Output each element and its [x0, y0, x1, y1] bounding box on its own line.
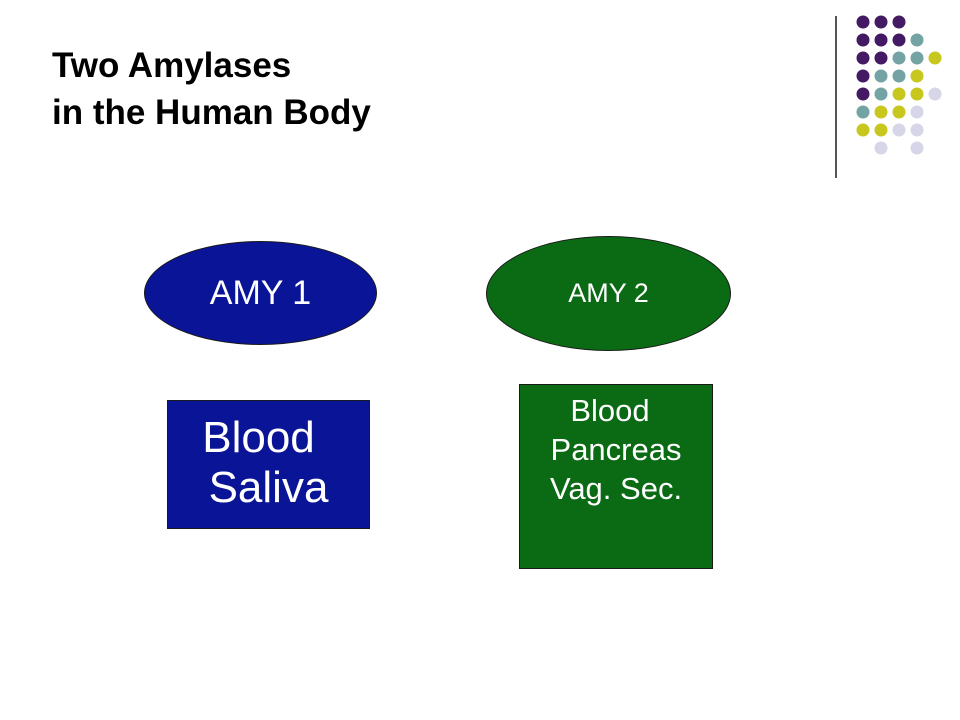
decorative-dot: [856, 87, 870, 101]
decorative-dot: [892, 33, 906, 47]
amy1-ellipse: AMY 1: [144, 241, 377, 345]
amy2-source: Blood: [570, 393, 650, 428]
decorative-dot: [856, 15, 870, 29]
decorative-dot: [856, 33, 870, 47]
dot-grid-decoration: [856, 15, 942, 155]
decorative-dot: [856, 123, 870, 137]
decorative-dot: [928, 87, 942, 101]
decorative-dot: [892, 87, 906, 101]
amy2-ellipse: AMY 2: [486, 236, 731, 351]
amy2-label: AMY 2: [568, 278, 649, 308]
amy2-source: Vag. Sec.: [549, 471, 683, 506]
decorative-dot: [910, 51, 924, 65]
amy1-sources-box: Blood Saliva: [167, 400, 370, 529]
decorative-dot: [856, 51, 870, 65]
decorative-dot: [892, 123, 906, 137]
decorative-dot: [874, 15, 888, 29]
decorative-dot: [910, 33, 924, 47]
decorative-dot: [856, 105, 870, 119]
decorative-dot: [928, 51, 942, 65]
amy1-source: Blood: [202, 413, 315, 462]
decorative-dot: [892, 15, 906, 29]
decorative-dot: [892, 105, 906, 119]
decorative-dot: [874, 51, 888, 65]
decorative-dot: [874, 105, 888, 119]
decorative-dot: [856, 69, 870, 83]
decorative-dot: [874, 69, 888, 83]
decorative-dot: [874, 123, 888, 137]
decorative-dot: [874, 141, 888, 155]
amy2-sources-box: Blood Pancreas Vag. Sec.: [519, 384, 713, 569]
amy2-source: Pancreas: [550, 432, 682, 467]
decorative-dot: [892, 51, 906, 65]
title-line-1: Two Amylases: [52, 46, 292, 85]
amy1-label: AMY 1: [209, 273, 312, 312]
decorative-dot: [910, 141, 924, 155]
amy1-source: Saliva: [208, 463, 329, 512]
decorative-dot: [910, 69, 924, 83]
decorative-dot: [874, 87, 888, 101]
vertical-divider: [835, 16, 837, 178]
decorative-dot: [874, 33, 888, 47]
slide-title: Two Amylases in the Human Body: [52, 42, 371, 136]
title-line-2: in the Human Body: [52, 93, 371, 132]
decorative-dot: [910, 123, 924, 137]
decorative-dot: [910, 105, 924, 119]
decorative-dot: [910, 87, 924, 101]
decorative-dot: [892, 69, 906, 83]
